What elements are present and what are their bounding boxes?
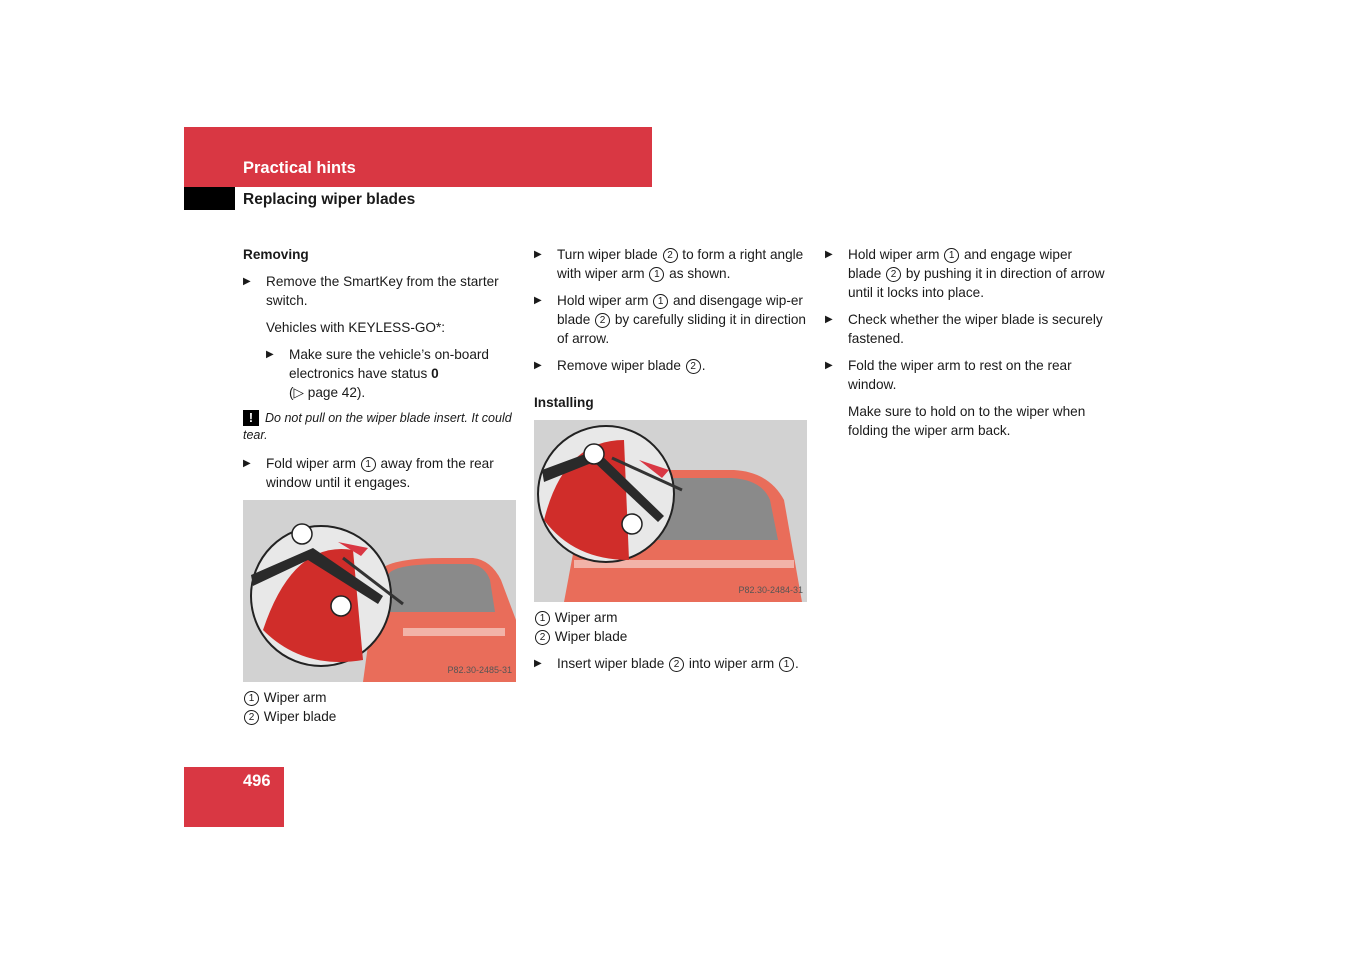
figure-removing-wiper: P82.30-2485-31 bbox=[243, 500, 516, 682]
bullet-arrow-icon: ▶ bbox=[534, 295, 542, 306]
marker-1-icon: 1 bbox=[653, 294, 669, 309]
bullet-arrow-icon: ▶ bbox=[534, 360, 542, 371]
marker-2-icon: 2 bbox=[595, 313, 611, 328]
step-disengage-blade: ▶ Hold wiper arm 1 and disengage wip-er … bbox=[534, 293, 806, 346]
keyless-note: Vehicles with KEYLESS-GO*: bbox=[266, 320, 446, 335]
hold-note: Make sure to hold on to the wiper when f… bbox=[848, 404, 1086, 438]
header-bar bbox=[184, 127, 652, 187]
figure-code: P82.30-2485-31 bbox=[447, 665, 512, 675]
column-middle: ▶ Turn wiper blade 2 to form a right ang… bbox=[534, 245, 809, 681]
marker-1-icon: 1 bbox=[244, 691, 259, 706]
step-fold-back: ▶ Fold the wiper arm to rest on the rear… bbox=[825, 358, 1072, 392]
rear-window-illustration bbox=[243, 500, 516, 682]
step-turn-blade: ▶ Turn wiper blade 2 to form a right ang… bbox=[534, 247, 804, 282]
step-remove-blade: ▶ Remove wiper blade 2. bbox=[534, 358, 706, 374]
removing-heading: Removing bbox=[243, 247, 309, 262]
page-number: 496 bbox=[243, 772, 271, 790]
bullet-arrow-icon: ▶ bbox=[825, 360, 833, 371]
bullet-arrow-icon: ▶ bbox=[534, 249, 542, 260]
warning-note: !Do not pull on the wiper blade insert. … bbox=[243, 410, 512, 442]
step-insert-blade: ▶ Insert wiper blade 2 into wiper arm 1. bbox=[534, 656, 799, 672]
warning-icon: ! bbox=[243, 410, 259, 426]
step-fold-arm: ▶ Fold wiper arm 1 away from the rear wi… bbox=[243, 456, 494, 490]
figure-code: P82.30-2484-31 bbox=[738, 585, 803, 595]
page-number-box bbox=[184, 767, 284, 827]
column-removing: Removing ▶ Remove the SmartKey from the … bbox=[243, 245, 518, 734]
marker-2-icon: 2 bbox=[886, 267, 902, 282]
marker-1-icon: 1 bbox=[944, 248, 960, 263]
legend-item: 2 Wiper blade bbox=[243, 707, 518, 726]
bullet-arrow-icon: ▶ bbox=[534, 658, 542, 669]
page-title: Replacing wiper blades bbox=[243, 191, 416, 208]
legend-item: 2 Wiper blade bbox=[534, 627, 809, 646]
step-engage-blade: ▶ Hold wiper arm 1 and engage wiper blad… bbox=[825, 247, 1105, 300]
legend-item: 1 Wiper arm bbox=[534, 608, 809, 627]
figure-installing-wiper: P82.30-2484-31 bbox=[534, 420, 807, 602]
installing-heading: Installing bbox=[534, 395, 594, 410]
section-title: Practical hints bbox=[243, 159, 356, 177]
bullet-arrow-icon: ▶ bbox=[243, 276, 251, 287]
marker-2-icon: 2 bbox=[535, 630, 550, 645]
marker-2-icon: 2 bbox=[662, 248, 678, 263]
legend-item: 1 Wiper arm bbox=[243, 688, 518, 707]
bullet-arrow-icon: ▶ bbox=[266, 349, 274, 360]
bullet-arrow-icon: ▶ bbox=[825, 314, 833, 325]
figure-legend: 1 Wiper arm 2 Wiper blade bbox=[534, 608, 809, 646]
marker-2-icon: 2 bbox=[244, 710, 259, 725]
step-check-fastened: ▶ Check whether the wiper blade is secur… bbox=[825, 312, 1103, 346]
marker-1-icon: 1 bbox=[649, 267, 665, 282]
rear-window-illustration bbox=[534, 420, 807, 602]
bullet-arrow-icon: ▶ bbox=[243, 458, 251, 469]
step-remove-smartkey: ▶ Remove the SmartKey from the starter s… bbox=[243, 274, 499, 308]
marker-2-icon: 2 bbox=[685, 359, 701, 374]
marker-1-icon: 1 bbox=[779, 657, 794, 672]
page-reference: (▷ page 42). bbox=[289, 385, 366, 400]
figure-legend: 1 Wiper arm 2 Wiper blade bbox=[243, 688, 518, 726]
marker-1-icon: 1 bbox=[535, 611, 550, 626]
status-value: 0 bbox=[431, 366, 439, 381]
column-right: ▶ Hold wiper arm 1 and engage wiper blad… bbox=[825, 245, 1105, 448]
header-tab bbox=[184, 187, 235, 210]
bullet-arrow-icon: ▶ bbox=[825, 249, 833, 260]
step-onboard-status: ▶ Make sure the vehicle’s on-board elect… bbox=[266, 347, 489, 400]
marker-1-icon: 1 bbox=[360, 457, 376, 472]
marker-2-icon: 2 bbox=[669, 657, 685, 672]
